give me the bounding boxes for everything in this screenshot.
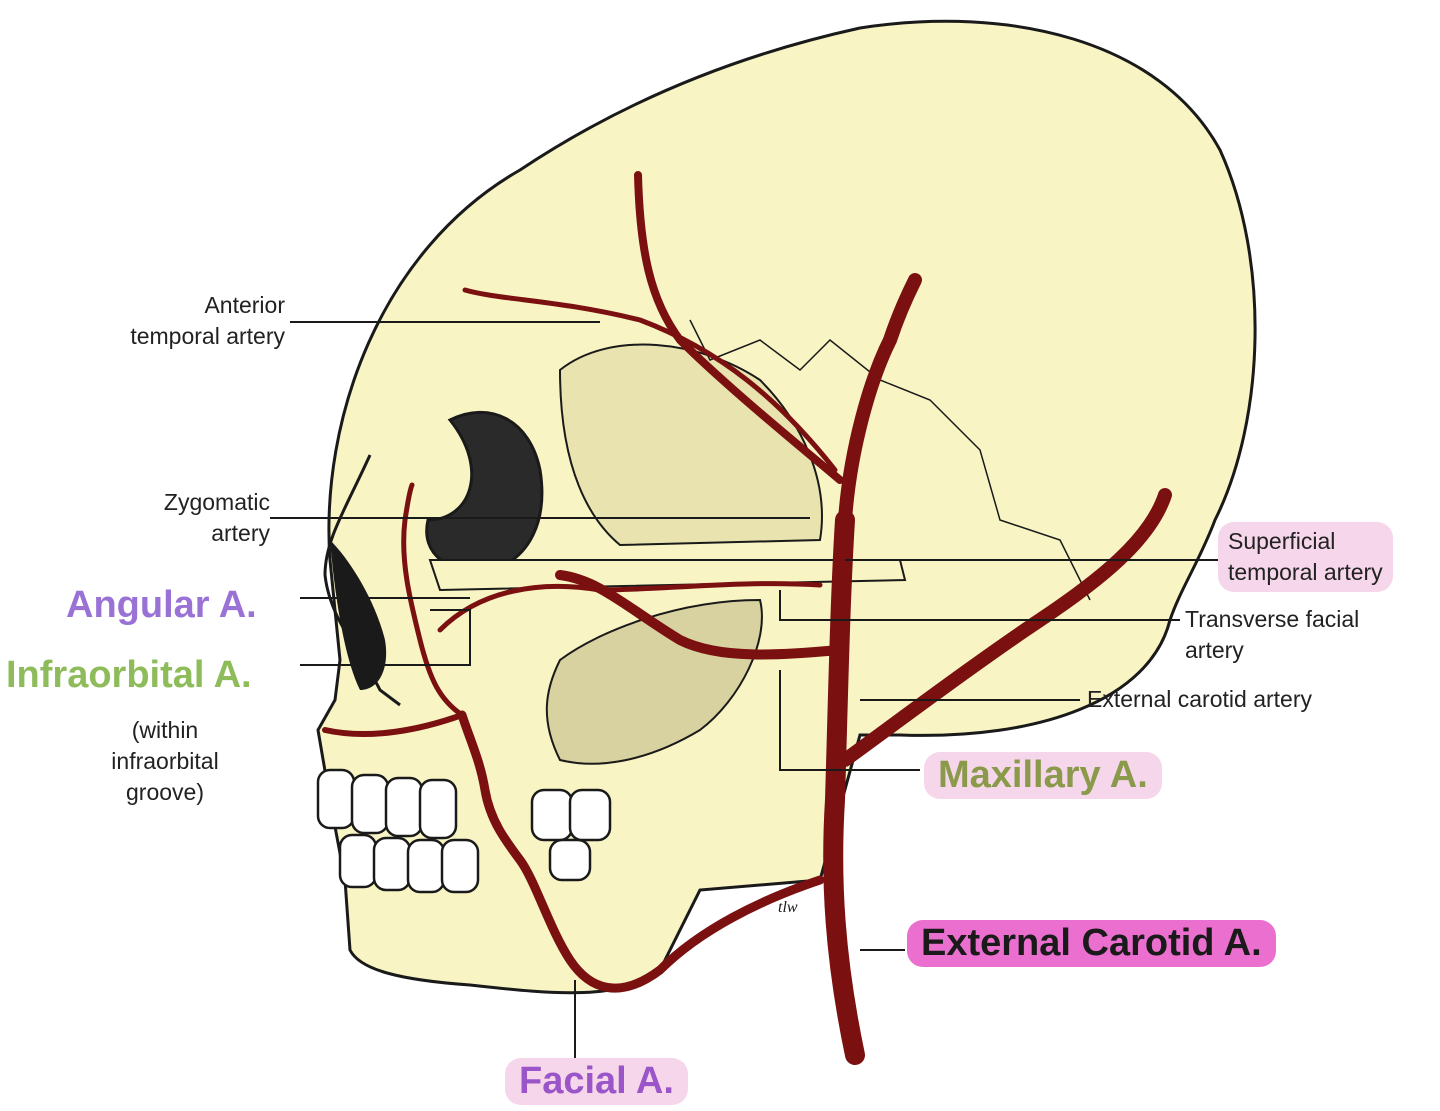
label-infraorbital-artery: Infraorbital A. [6,654,252,696]
artist-signature: tlw [778,899,798,916]
infraorbital-artery [322,712,465,737]
external-carotid-trunk [823,510,865,1065]
leader-infraorbital [300,609,471,666]
label-transverse-facial-artery: Transverse facial artery [1185,606,1360,663]
upper-teeth [316,768,612,842]
label-facial-artery: Facial A. [505,1058,688,1105]
label-external-carotid-artery-small: External carotid artery [1087,686,1312,712]
label-infraorbital-note: (within infraorbital groove) [111,717,219,805]
label-superficial-temporal-artery: Superficial temporal artery [1218,522,1393,592]
lower-teeth [338,833,592,894]
transverse-facial-artery [437,581,823,633]
frontal-branch [462,287,838,473]
label-anterior-temporal-artery: Anterior temporal artery [130,292,285,349]
leader-maxillary [779,670,920,771]
maxillary-artery [555,570,845,660]
nasal-cavity [330,540,387,690]
superficial-temporal-branch [838,273,922,527]
facial-artery [457,710,825,993]
leader-transverse-facial [779,590,1180,621]
label-maxillary-artery: Maxillary A. [924,752,1162,799]
label-external-carotid-artery: External Carotid A. [907,920,1276,967]
mandibular-notch [545,598,763,765]
label-zygomatic-artery: Zygomatic artery [163,489,270,546]
angular-artery [401,482,465,718]
label-angular-artery: Angular A. [66,584,257,626]
